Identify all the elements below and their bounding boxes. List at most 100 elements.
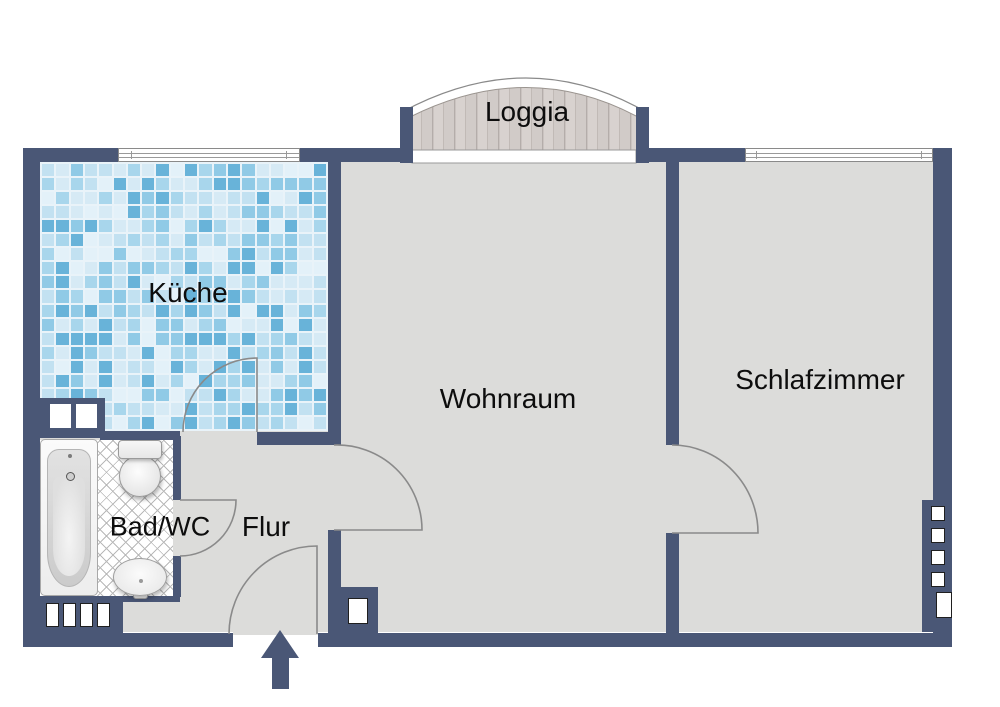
- kitchen-tile: [242, 164, 255, 177]
- kitchen-tile: [299, 416, 312, 429]
- kitchen-tile: [84, 304, 98, 317]
- kitchen-tile: [70, 206, 83, 219]
- kitchen-tile: [313, 178, 326, 191]
- kitchen-tile: [170, 416, 183, 429]
- kitchen-tile: [99, 220, 112, 233]
- kitchen-tile: [113, 360, 126, 373]
- room-label-flur: Flur: [241, 511, 291, 542]
- kitchen-tile: [213, 290, 226, 303]
- sink: [113, 558, 167, 596]
- kitchen-tile: [113, 388, 126, 401]
- kitchen-tile: [70, 192, 83, 205]
- kitchen-tile: [99, 192, 112, 205]
- kitchen-tile: [56, 234, 69, 247]
- kitchen-tile: [56, 304, 69, 317]
- kitchen-tile: [56, 178, 69, 191]
- kitchen-tile: [127, 346, 141, 359]
- wall-bottom-right: [318, 633, 952, 647]
- kitchen-tile: [199, 248, 212, 261]
- kitchen-tile: [256, 192, 269, 205]
- kitchen-tile: [227, 318, 241, 331]
- kitchen-tile: [256, 402, 269, 415]
- kitchen-tile: [285, 304, 298, 317]
- kitchen-tile: [199, 346, 212, 359]
- room-label-loggia: Loggia: [484, 96, 570, 127]
- kitchen-tile: [270, 248, 284, 261]
- kitchen-tile: [242, 346, 255, 359]
- shaft-opening: [931, 506, 945, 521]
- kitchen-tile: [142, 304, 155, 317]
- kitchen-tile: [270, 416, 284, 429]
- kitchen-tile: [70, 164, 83, 177]
- kitchen-tile: [70, 262, 83, 275]
- kitchen-tile: [313, 416, 326, 429]
- kitchen-tile: [313, 276, 326, 289]
- shaft-opening: [931, 572, 945, 587]
- kitchen-tile: [42, 388, 55, 401]
- kitchen-tile: [84, 332, 98, 345]
- kitchen-tile: [285, 206, 298, 219]
- kitchen-tile: [256, 416, 269, 429]
- kitchen-tile: [227, 346, 241, 359]
- kitchen-tile: [142, 234, 155, 247]
- kitchen-tile: [270, 304, 284, 317]
- kitchen-tile: [242, 178, 255, 191]
- wall-bath-right-upper: [173, 436, 181, 500]
- kitchen-tile: [313, 374, 326, 387]
- kitchen-tile: [270, 402, 284, 415]
- kitchen-tile: [313, 220, 326, 233]
- kitchen-tile: [285, 402, 298, 415]
- window-tick: [131, 151, 132, 159]
- kitchen-tile: [99, 262, 112, 275]
- kitchen-tile: [99, 234, 112, 247]
- kitchen-tile: [127, 360, 141, 373]
- kitchen-tile: [127, 178, 141, 191]
- window-muntin: [119, 153, 299, 154]
- kitchen-tile: [84, 248, 98, 261]
- kitchen-tile: [127, 234, 141, 247]
- kitchen-tile: [256, 290, 269, 303]
- kitchen-tile: [127, 318, 141, 331]
- kitchen-tile: [270, 318, 284, 331]
- kitchen-tile: [156, 402, 169, 415]
- kitchen-tile: [70, 346, 83, 359]
- kitchen-tile: [227, 220, 241, 233]
- kitchen-tile: [113, 262, 126, 275]
- kitchen-tile: [127, 304, 141, 317]
- room-label-schlafzimmer: Schlafzimmer: [735, 364, 905, 395]
- kitchen-tile: [185, 248, 198, 261]
- kitchen-tile: [156, 360, 169, 373]
- kitchen-tile: [313, 402, 326, 415]
- kitchen-tile: [42, 262, 55, 275]
- shaft-opening: [348, 598, 368, 624]
- shaft-opening: [76, 404, 97, 428]
- kitchen-tile: [84, 290, 98, 303]
- kitchen-tile: [142, 374, 155, 387]
- kitchen-tile: [142, 360, 155, 373]
- kitchen-tile: [256, 360, 269, 373]
- kitchen-tile: [84, 164, 98, 177]
- kitchen-tile: [156, 178, 169, 191]
- kitchen-tile: [113, 346, 126, 359]
- kitchen-tile: [285, 332, 298, 345]
- kitchen-tile: [285, 276, 298, 289]
- kitchen-tile: [227, 416, 241, 429]
- kitchen-tile: [170, 402, 183, 415]
- kitchen-tile: [99, 304, 112, 317]
- kitchen-tile: [299, 220, 312, 233]
- kitchen-tile: [299, 178, 312, 191]
- kitchen-tile: [270, 206, 284, 219]
- kitchen-tile: [156, 276, 169, 289]
- kitchen-tile: [156, 318, 169, 331]
- kitchen-tile: [199, 178, 212, 191]
- kitchen-tile: [99, 290, 112, 303]
- kitchen-tile: [299, 192, 312, 205]
- kitchen-tile: [199, 290, 212, 303]
- kitchen-tile: [270, 332, 284, 345]
- kitchen-tile: [185, 346, 198, 359]
- kitchen-tile: [313, 248, 326, 261]
- kitchen-tile: [70, 248, 83, 261]
- kitchen-tile: [42, 248, 55, 261]
- kitchen-tile: [242, 290, 255, 303]
